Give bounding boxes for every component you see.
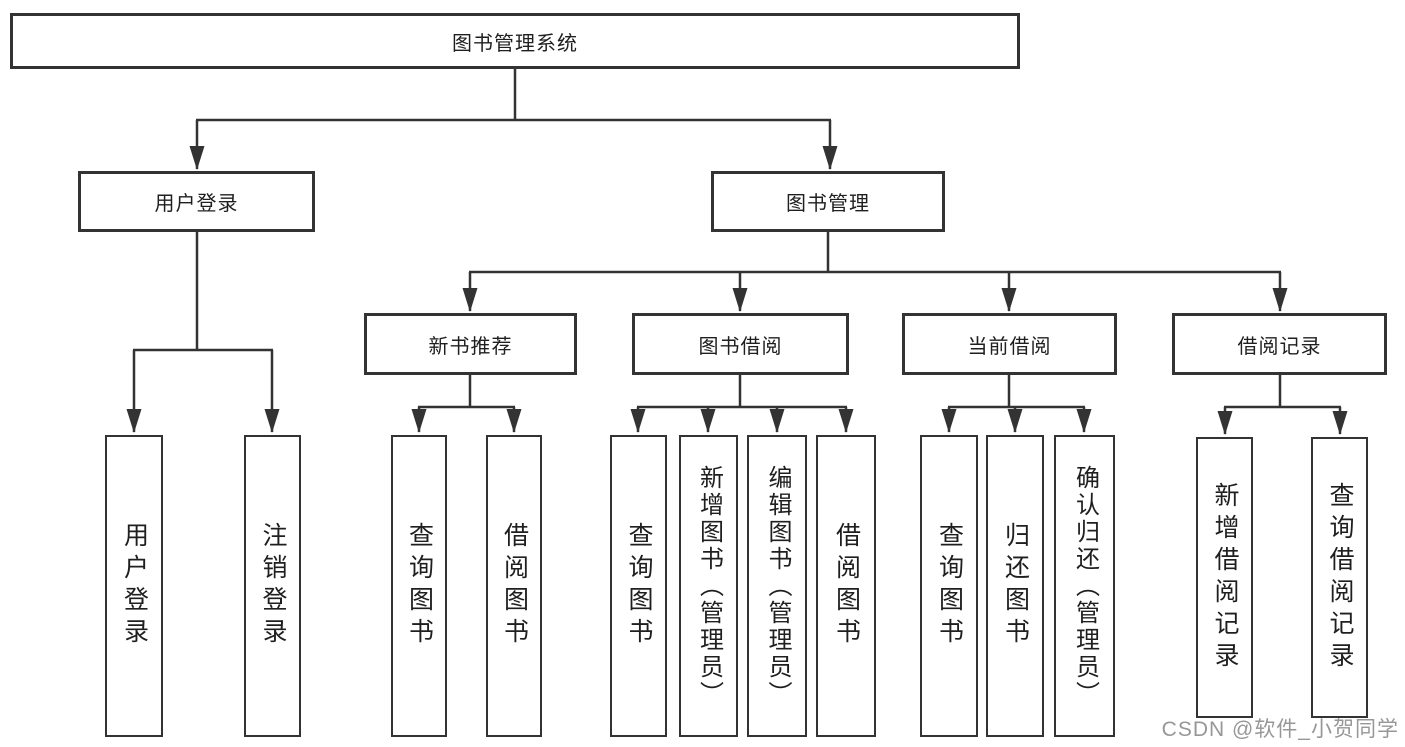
node-label: 查询借阅记录 [1326, 481, 1354, 674]
node-label: 用户登录 [154, 193, 239, 215]
node-label: 归还图书 [1001, 522, 1030, 650]
node-label: 注销登录 [259, 522, 287, 650]
node-borrow-records: 借阅记录 [1172, 313, 1387, 375]
node-leaf-borrow-books-2: 借阅图书 [816, 435, 876, 737]
node-leaf-query-books-3: 查询图书 [920, 435, 978, 737]
node-label: 查询图书 [935, 522, 964, 650]
node-leaf-query-books-1: 查询图书 [391, 435, 447, 737]
node-label: 当前借阅 [967, 335, 1052, 358]
node-current-borrow: 当前借阅 [902, 313, 1117, 375]
node-label: 确认归还（管理员） [1071, 464, 1099, 708]
node-label: 新书推荐 [428, 335, 513, 358]
node-new-book-recommend: 新书推荐 [364, 313, 577, 375]
node-label: 查询图书 [625, 522, 653, 650]
node-leaf-add-borrow-record: 新增借阅记录 [1196, 437, 1253, 718]
node-label: 用户登录 [120, 522, 149, 650]
node-leaf-query-books-2: 查询图书 [610, 435, 667, 737]
node-label: 新增图书（管理员） [695, 464, 723, 708]
node-leaf-return-book: 归还图书 [986, 435, 1044, 737]
node-label: 借阅图书 [500, 522, 529, 650]
node-leaf-add-book-admin: 新增图书（管理员） [679, 435, 738, 737]
node-label: 图书管理 [786, 193, 870, 215]
node-library-management-system: 图书管理系统 [10, 13, 1020, 69]
node-leaf-query-borrow-record: 查询借阅记录 [1311, 437, 1368, 718]
node-user-login: 用户登录 [78, 171, 315, 232]
node-label: 图书管理系统 [452, 32, 578, 55]
node-label: 查询图书 [405, 522, 434, 650]
node-leaf-user-login: 用户登录 [105, 435, 163, 737]
node-leaf-confirm-return-admin: 确认归还（管理员） [1054, 435, 1115, 737]
csdn-watermark: CSDN @软件_小贺同学 [1161, 718, 1399, 741]
node-book-borrow: 图书借阅 [632, 313, 849, 375]
node-label: 新增借阅记录 [1211, 481, 1239, 674]
node-book-management: 图书管理 [711, 171, 945, 232]
node-label: 借阅记录 [1237, 335, 1322, 358]
node-leaf-edit-book-admin: 编辑图书（管理员） [747, 435, 807, 737]
node-label: 图书借阅 [698, 335, 783, 358]
node-leaf-borrow-books-1: 借阅图书 [486, 435, 542, 737]
node-label: 借阅图书 [832, 522, 861, 650]
node-leaf-logout: 注销登录 [244, 435, 301, 737]
node-label: 编辑图书（管理员） [764, 464, 791, 708]
